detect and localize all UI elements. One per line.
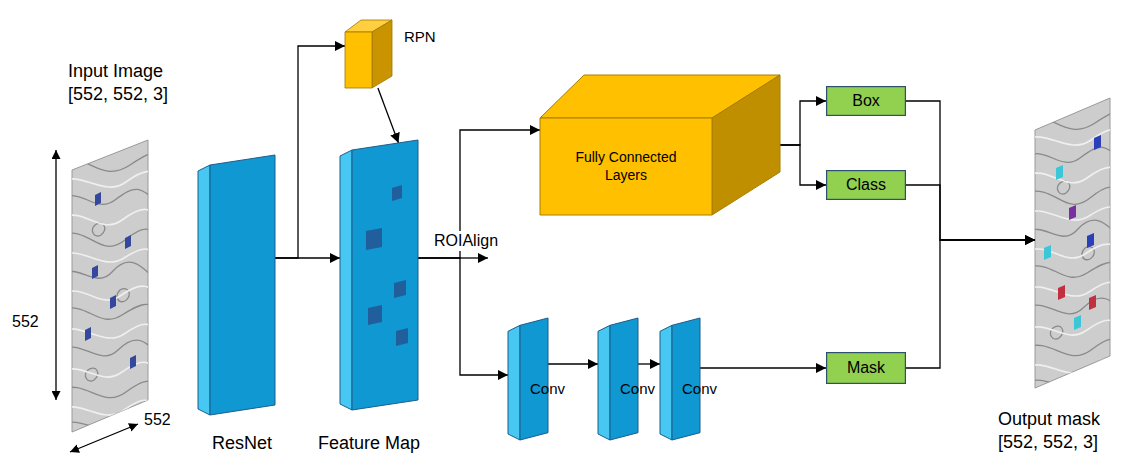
input-image-picture [60, 140, 170, 432]
node-label: Class [826, 170, 906, 200]
connector-arrow [906, 240, 1035, 368]
fc-block-shape [540, 75, 780, 215]
node-label: RPN [404, 28, 436, 47]
node-label: Mask [826, 352, 906, 384]
connector-arrow [700, 367, 826, 368]
connector-arrow [906, 185, 1035, 240]
backbone-slab: ResNet [198, 155, 275, 415]
head-output-box: Class [826, 170, 906, 200]
node-label: Feature Map [318, 432, 420, 455]
node-label: Conv [682, 380, 717, 399]
roi-branch-arrow [460, 258, 488, 259]
connector-arrow [418, 130, 540, 258]
feature-map-slab: Feature Map [340, 140, 418, 410]
connector-arrow [378, 88, 399, 143]
connector-arrow [548, 363, 598, 364]
conv-slab: Conv [598, 318, 638, 440]
fc-block: Fully Connected Layers [540, 75, 780, 215]
connector-arrow [780, 101, 826, 145]
node-label: Fully Connected Layers [540, 118, 712, 215]
edge-label: ROIAlign [432, 231, 500, 251]
dimension-arrows [56, 150, 138, 452]
proposal-cube: RPN [345, 20, 392, 88]
connector-arrow [780, 145, 826, 185]
node-label: Box [826, 86, 906, 116]
conv-slab: Conv [508, 318, 548, 440]
output-image-node: Output mask [552, 552, 3] [1035, 98, 1110, 388]
input-image-node: Input Image [552, 552, 3] [72, 140, 148, 432]
conv-slab-shape [598, 318, 638, 440]
head-output-box: Mask [826, 352, 906, 384]
output-mask-picture [1025, 98, 1133, 388]
conv-slab-shape [508, 318, 548, 440]
dimension-label: 552 [144, 410, 171, 430]
dimension-label: 552 [12, 312, 39, 332]
conv-slab: Conv [660, 318, 700, 440]
node-label: Input Image [552, 552, 3] [68, 60, 198, 105]
conv-slab-shape [660, 318, 700, 440]
connector-arrow [418, 258, 508, 375]
connector-arrow [906, 101, 1035, 240]
node-label: Conv [620, 380, 655, 399]
node-label: Conv [530, 380, 565, 399]
connector-arrow [275, 46, 345, 258]
node-label: ResNet [212, 432, 272, 455]
feature-map-slab-shape [340, 140, 418, 410]
head-output-box: Box [826, 86, 906, 116]
connector-arrow [638, 363, 660, 364]
node-label: Output mask [552, 552, 3] [998, 408, 1128, 453]
backbone-slab-shape [198, 155, 275, 415]
proposal-cube-shape [345, 20, 392, 88]
